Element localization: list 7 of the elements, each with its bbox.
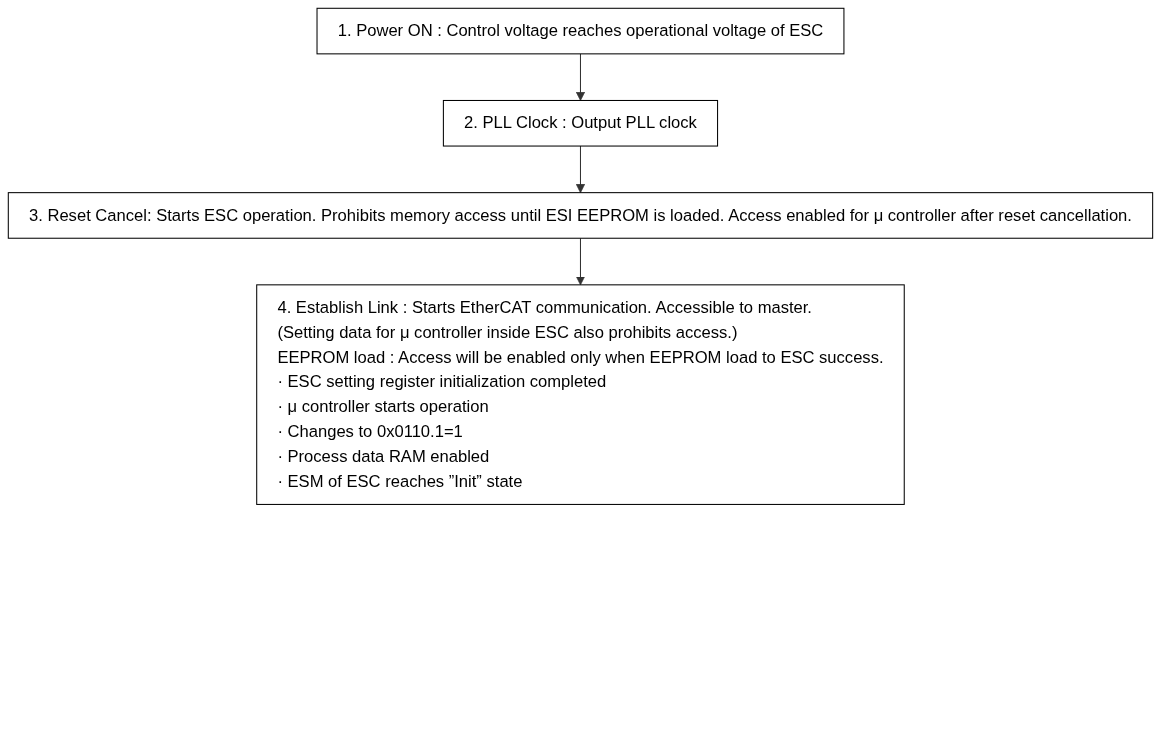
node-box: 1. Power ON : Control voltage reaches operational voltage of ESC (316, 7, 845, 55)
node-box: 3. Reset Cancel: Starts ESC operation. Prohibits memory access until ESI EEPROM is loaded. Access enabled for μ controller after reset cancellation. (7, 192, 1154, 239)
arrow (575, 53, 586, 101)
arrow (575, 237, 586, 286)
node-box: 2. PLL Clock : Output PLL clock (442, 99, 719, 147)
arrow (575, 145, 586, 194)
node-box: 4. Establish Link : Starts EtherCAT communication. Accessible to master. (Setting data for μ controller inside ESC also prohibits access.) EEPROM load : Access will be enabled only when EEPROM load to ESC success. · ESC setting register initialization completed · μ controller starts operation · Changes to 0x0110.1=1 · Process data RAM enabled · ESM of ESC reaches ”Init” state (256, 284, 905, 505)
